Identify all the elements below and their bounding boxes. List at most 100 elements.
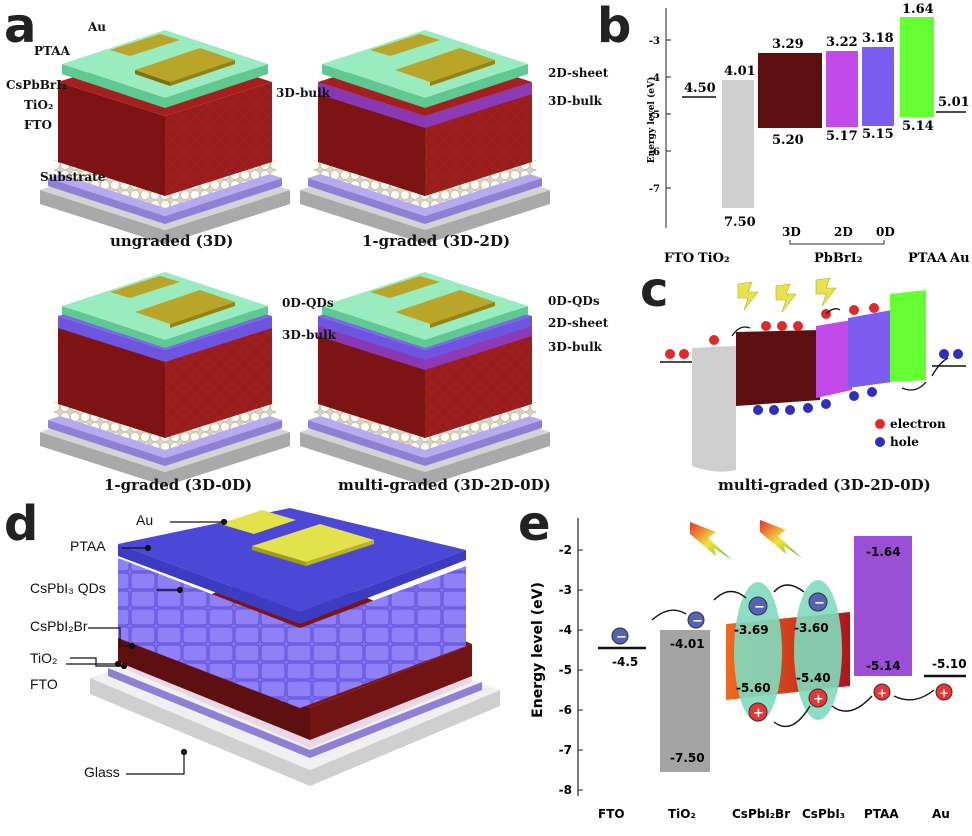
b-au-value: 5.01 (938, 95, 970, 110)
title-1-graded-3d-0d: 1-graded (3D-0D) (104, 476, 253, 494)
device-ungraded (40, 30, 290, 244)
e-cspbi2br-ellipse (734, 582, 782, 722)
label-0d-qds-a3: 0D-QDs (282, 296, 334, 310)
c-lightning-icons (737, 277, 837, 313)
e-xlabel-tio2: TiO₂ (668, 807, 696, 821)
c-3d-band (736, 330, 820, 406)
b-2d-top: 3.22 (826, 35, 858, 50)
c-legend-electron-dot (875, 419, 885, 429)
e-au-value: -5.10 (932, 657, 967, 671)
e-xlabel-cspbi2br: CsPbI₂Br (732, 807, 790, 821)
panel-letter-d: d (4, 496, 39, 552)
e-ticks: -2 -3 -4 -5 -6 -7 -8 (559, 543, 583, 797)
tick-label: -7 (559, 743, 572, 757)
b-sub-0d: 0D (876, 225, 895, 239)
e-tio2-top: -4.01 (670, 637, 705, 651)
e-fto-value: -4.5 (612, 655, 638, 669)
e-xlabel-cspbi3: CsPbI₃ (802, 807, 845, 821)
e-lightning-2 (760, 520, 802, 558)
d-label-glass: Glass (84, 764, 120, 780)
device-stack (40, 30, 550, 486)
label-ptaa: PTAA (34, 44, 70, 58)
c-2d-band (816, 320, 852, 398)
d-leader-lines (66, 518, 228, 775)
b-2d-bottom: 5.17 (826, 129, 858, 144)
b-ptaa-bottom: 5.14 (902, 119, 934, 134)
e-cspbi3-top: -3.60 (794, 621, 829, 635)
tick-label: -4 (559, 623, 572, 637)
d-label-cspbi3-qds: CsPbI₃ QDs (30, 580, 106, 596)
label-3d-bulk-a3: 3D-bulk (282, 328, 336, 342)
b-0d-top: 3.18 (862, 31, 894, 46)
tick-label: -8 (559, 783, 572, 797)
panel-a-devices (40, 30, 550, 486)
d-label-fto: FTO (30, 676, 58, 692)
title-multi-graded-a: multi-graded (3D-2D-0D) (338, 476, 551, 494)
b-xlabel-ptaa: PTAA (908, 251, 948, 266)
b-ptaa-bar (900, 17, 934, 117)
tick-label: -4 (649, 73, 660, 84)
panel-e-energy-diagram: Energy level (eV) -2-3-4-5-6-7-8 − -4.5 … (530, 518, 967, 821)
b-3d-bar (758, 53, 822, 128)
c-arrows (731, 308, 949, 391)
b-3d-top: 3.29 (772, 37, 804, 52)
c-electrons (665, 303, 879, 359)
e-xlabel-au: Au (932, 807, 950, 821)
c-0d-band (848, 310, 892, 388)
label-fto: FTO (24, 118, 52, 132)
panel-letter-e: e (518, 496, 551, 552)
tick-label: -6 (559, 703, 572, 717)
e-ylabel: Energy level (eV) (530, 582, 546, 718)
b-0d-bottom: 5.15 (862, 127, 894, 142)
label-substrate: Substrate (40, 170, 106, 184)
tick-label: -3 (649, 36, 660, 47)
e-tio2-bar (660, 630, 710, 772)
panel-b-energy-diagram: -3-4-5-6-7 Energy level (eV) 4.50 4.01 7… (646, 2, 970, 266)
title-1-graded-3d-2d: 1-graded (3D-2D) (362, 232, 511, 250)
c-tio2-band (692, 346, 736, 472)
b-0d-bar (862, 47, 894, 126)
device-multi-graded (300, 272, 550, 486)
label-0d-qds-a4: 0D-QDs (548, 294, 600, 308)
c-ptaa-band (890, 290, 926, 382)
label-3d-bulk-a1: 3D-bulk (276, 86, 330, 100)
title-ungraded: ungraded (3D) (110, 232, 234, 250)
tick-label: -2 (559, 543, 572, 557)
e-arrows (651, 584, 935, 728)
panel-d-device (66, 508, 500, 786)
c-holes (753, 349, 963, 415)
b-tio2-bottom: 7.50 (724, 215, 756, 230)
b-sub-3d: 3D (782, 225, 801, 239)
e-ptaa-bottom: -5.14 (866, 659, 901, 673)
e-xlabel-ptaa: PTAA (864, 807, 899, 821)
label-au: Au (88, 20, 107, 34)
svg-text:−: − (814, 596, 825, 611)
b-xlabel-au: Au (949, 251, 970, 266)
e-cspbi3-ellipse (794, 580, 842, 720)
b-xlabel-pbbri2: PbBrI₂ (814, 251, 862, 266)
label-tio2: TiO₂ (24, 98, 54, 112)
label-3d-bulk-a4: 3D-bulk (548, 340, 602, 354)
title-multi-graded-c: multi-graded (3D-2D-0D) (718, 476, 931, 494)
e-cspbi2br-bottom: -5.60 (736, 681, 771, 695)
b-2d-bar (826, 51, 858, 127)
tick-label: -5 (559, 663, 572, 677)
tick-label: -3 (559, 583, 572, 597)
svg-text:−: − (692, 614, 703, 629)
svg-text:+: + (813, 692, 824, 707)
label-cspbbri2: CsPbBrI₂ (6, 78, 68, 92)
tick-label: -5 (649, 110, 660, 121)
b-ptaa-top: 1.64 (902, 2, 934, 17)
panel-letter-c: c (640, 262, 669, 318)
e-cspbi2br-top: -3.69 (734, 623, 769, 637)
e-tio2-bottom: -7.50 (670, 751, 705, 765)
svg-text:+: + (753, 706, 764, 721)
d-label-cspbi2br: CsPbI₂Br (30, 618, 88, 634)
e-lightning-1 (690, 522, 732, 560)
c-legend-hole-dot (875, 437, 885, 447)
b-tio2-bar (722, 80, 754, 208)
c-legend-hole: hole (890, 435, 919, 449)
c-legend-electron: electron (890, 417, 946, 431)
b-xlabel-fto: FTO (664, 251, 694, 266)
